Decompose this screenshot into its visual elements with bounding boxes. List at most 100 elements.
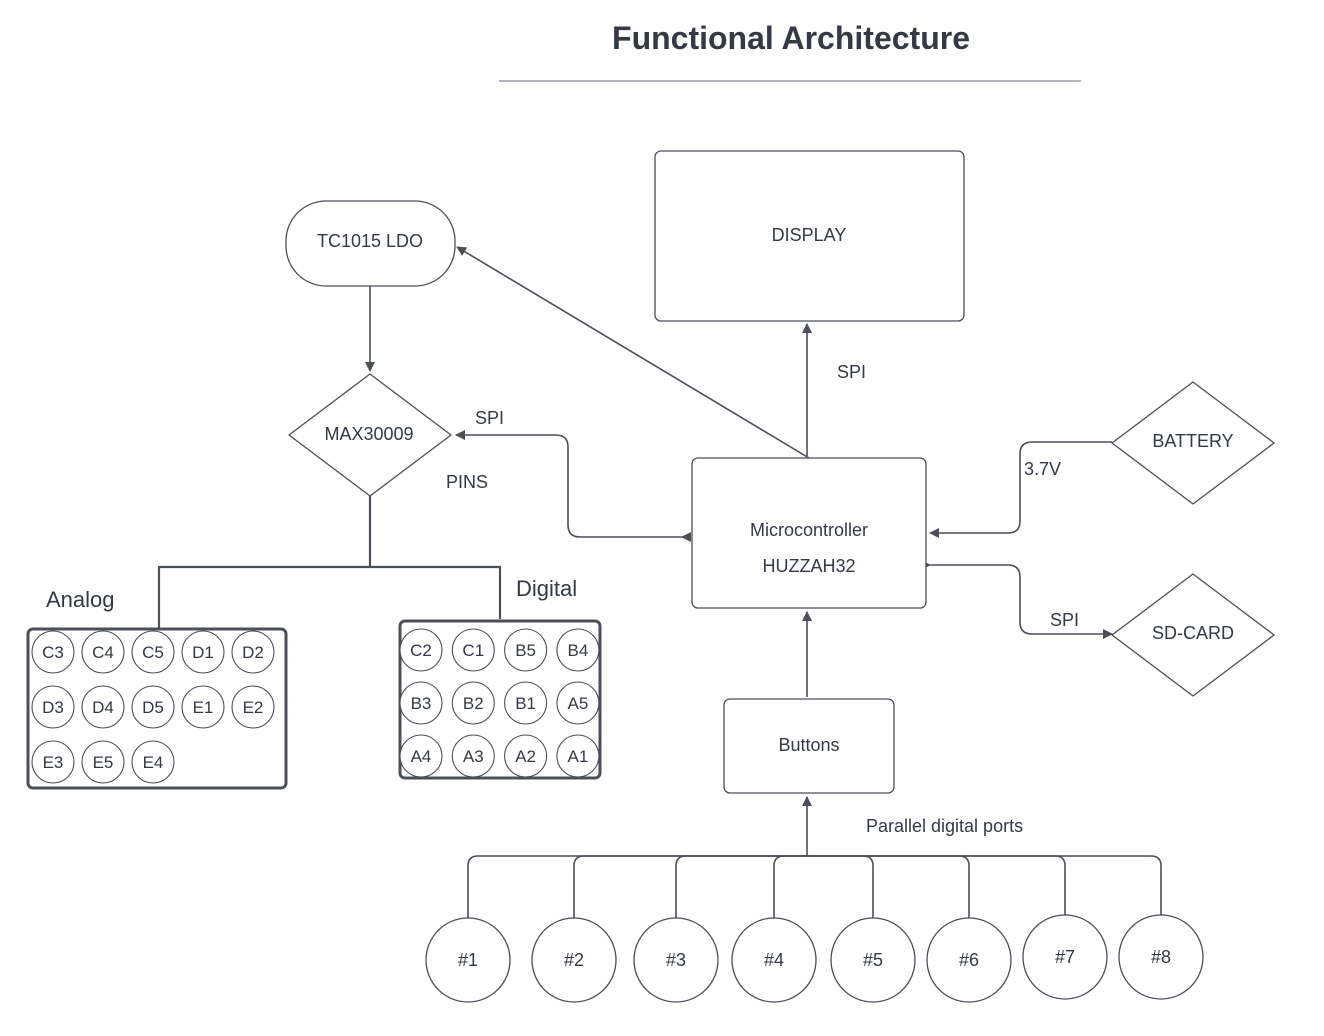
digital-pin: A3 [451, 734, 495, 778]
button-wire [807, 855, 970, 918]
pins-label: PINS [446, 472, 488, 492]
button-wire [807, 855, 1162, 915]
push-button: #4 [731, 917, 817, 1003]
node-microcontroller: Microcontroller HUZZAH32 [691, 457, 927, 609]
digital-pin: B5 [504, 628, 548, 672]
analog-pin-label: D5 [142, 698, 164, 717]
push-button: #6 [926, 917, 1012, 1003]
button-wire [467, 855, 807, 918]
push-button-label: #6 [959, 950, 979, 970]
digital-pin-label: A1 [568, 747, 589, 766]
push-buttons: #1 #2#3 #4 #5 #6 #7 #8 [425, 914, 1204, 1003]
digital-pin-label: A3 [463, 747, 484, 766]
analog-pin: D3 [31, 685, 75, 729]
digital-pin: C2 [399, 628, 443, 672]
digital-pin: A5 [556, 681, 600, 725]
analog-pin-label: E1 [193, 698, 214, 717]
analog-pin-label: E3 [43, 753, 64, 772]
push-button-label: #5 [863, 950, 883, 970]
spi-display-label: SPI [837, 362, 866, 382]
node-buttons: Buttons [723, 698, 895, 794]
digital-pin: A2 [504, 734, 548, 778]
analog-pin-label: D2 [242, 643, 264, 662]
push-button-label: #1 [458, 950, 478, 970]
digital-pin-label: A5 [568, 694, 589, 713]
mcu-sd-spi-link [921, 560, 1113, 639]
battery-to-mcu-arrow [929, 441, 1112, 538]
buttons-label: Buttons [778, 735, 839, 755]
node-display: DISPLAY [654, 150, 965, 322]
digital-pin-label: B5 [515, 641, 536, 660]
digital-pin: A4 [399, 734, 443, 778]
node-max30009: MAX30009 [288, 373, 452, 497]
push-button: #2 [531, 917, 617, 1003]
microcontroller-label: Microcontroller [750, 520, 868, 540]
analog-pin: C3 [31, 630, 75, 674]
button-wire [675, 855, 807, 918]
push-button-label: #4 [764, 950, 784, 970]
digital-pin-label: C2 [410, 641, 432, 660]
analog-pin: E5 [81, 740, 125, 784]
digital-pin: B4 [556, 628, 600, 672]
microcontroller-model: HUZZAH32 [762, 556, 855, 576]
analog-pin-label: E2 [243, 698, 264, 717]
analog-pin: E3 [31, 740, 75, 784]
digital-pin-label: A4 [411, 747, 432, 766]
connectors [157, 246, 1162, 918]
page-title: Functional Architecture [612, 20, 970, 56]
analog-pin-label: C3 [42, 643, 64, 662]
analog-pin-label: D3 [42, 698, 64, 717]
button-wire [807, 855, 874, 918]
analog-pin-label: C4 [92, 643, 114, 662]
analog-pin: E2 [231, 685, 275, 729]
analog-pin: D4 [81, 685, 125, 729]
analog-pin-label: E4 [143, 753, 164, 772]
max-pin-bus [157, 496, 502, 628]
button-wire [773, 855, 807, 918]
push-button: #5 [830, 917, 916, 1003]
voltage-label: 3.7V [1024, 459, 1061, 479]
analog-pin-label: D4 [92, 698, 114, 717]
battery-label: BATTERY [1152, 431, 1233, 451]
analog-pin: D1 [181, 630, 225, 674]
digital-pin-label: B2 [463, 694, 484, 713]
analog-pin: C4 [81, 630, 125, 674]
digital-pin: A1 [556, 734, 600, 778]
push-button-label: #7 [1055, 947, 1075, 967]
analog-pin: E4 [131, 740, 175, 784]
display-label: DISPLAY [772, 225, 847, 245]
analog-pin-label: E5 [93, 753, 114, 772]
ldo-label: TC1015 LDO [317, 231, 423, 251]
push-button: #3 [633, 917, 719, 1003]
digital-pin: B1 [504, 681, 548, 725]
analog-pin: E1 [181, 685, 225, 729]
node-sdcard: SD-CARD [1111, 573, 1275, 697]
digital-label: Digital [516, 576, 577, 601]
spi-sd-label: SPI [1050, 610, 1079, 630]
push-button: #8 [1118, 914, 1204, 1000]
digital-pin-label: C1 [462, 641, 484, 660]
node-battery: BATTERY [1111, 381, 1275, 505]
parallel-ports-label: Parallel digital ports [866, 816, 1023, 836]
push-button: #7 [1022, 914, 1108, 1000]
button-wire [807, 855, 1066, 915]
button-bus [467, 855, 1162, 918]
digital-pin: B3 [399, 681, 443, 725]
max30009-label: MAX30009 [324, 424, 413, 444]
digital-pin: C1 [451, 628, 495, 672]
button-wire [573, 855, 807, 918]
digital-pin: B2 [451, 681, 495, 725]
spi-max-label: SPI [475, 408, 504, 428]
sdcard-label: SD-CARD [1152, 623, 1234, 643]
push-button-label: #8 [1151, 947, 1171, 967]
analog-pin: C5 [131, 630, 175, 674]
analog-pin-label: D1 [192, 643, 214, 662]
analog-label: Analog [46, 587, 115, 612]
analog-pin: D5 [131, 685, 175, 729]
push-button: #1 [425, 917, 511, 1003]
digital-pin-label: B4 [568, 641, 589, 660]
digital-pin-label: A2 [515, 747, 536, 766]
